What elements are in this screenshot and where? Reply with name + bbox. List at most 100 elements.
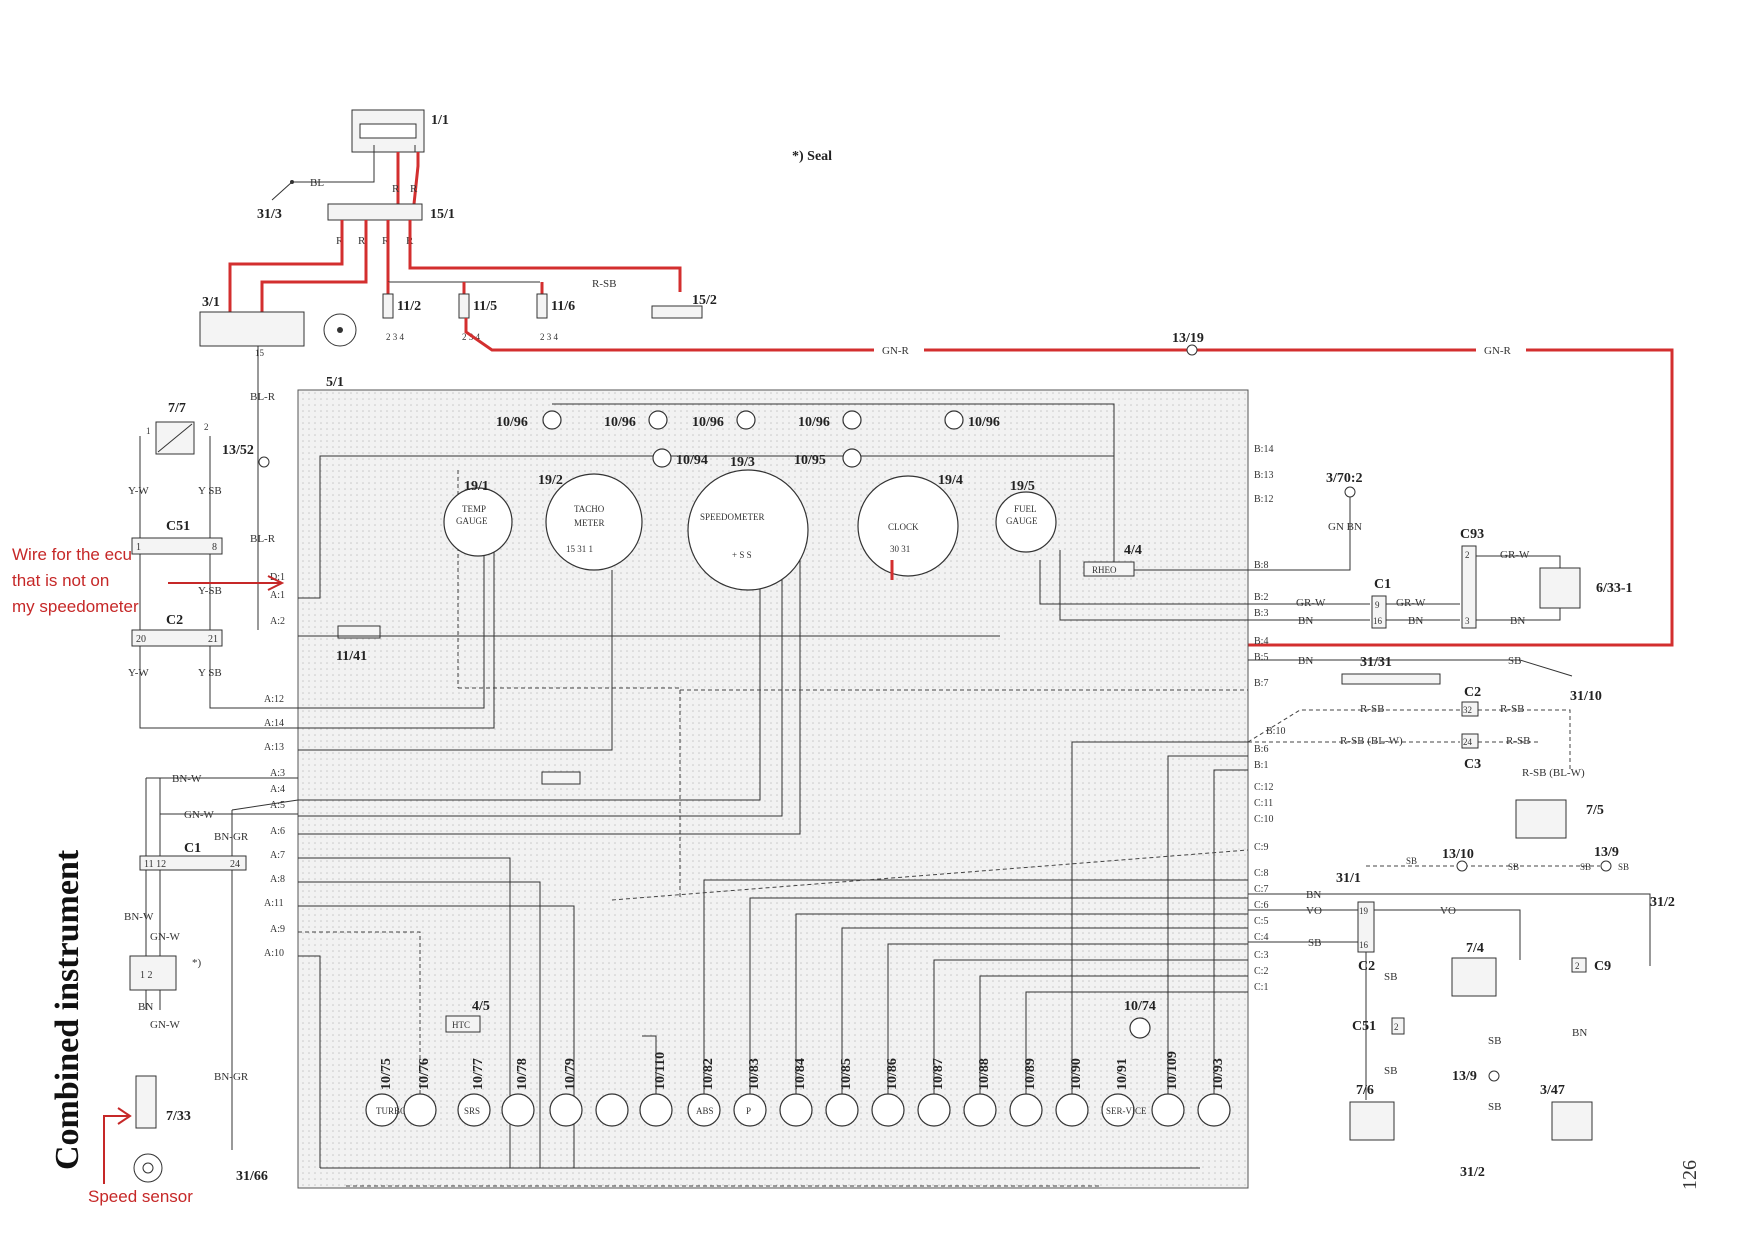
page-number: 126 [1679, 1160, 1701, 1190]
svg-text:5/1: 5/1 [326, 375, 344, 390]
svg-text:SB: SB [1580, 862, 1591, 872]
svg-text:R-SB (BL-W): R-SB (BL-W) [1340, 735, 1403, 747]
svg-text:C:8: C:8 [1254, 868, 1268, 879]
svg-text:C:12: C:12 [1254, 782, 1273, 793]
svg-text:31/10: 31/10 [1570, 689, 1602, 704]
svg-text:R: R [358, 235, 366, 247]
svg-text:10/91: 10/91 [1115, 1058, 1130, 1090]
svg-text:TURBO: TURBO [376, 1106, 407, 1116]
resistor-11-41: 11/41 [336, 625, 381, 664]
svg-text:11/41: 11/41 [336, 649, 367, 664]
svg-text:10/87: 10/87 [931, 1058, 946, 1090]
svg-text:A:5: A:5 [270, 800, 285, 811]
fuel-gauge-19-5: 19/5 FUEL GAUGE [995, 479, 1057, 553]
svg-text:VO: VO [1306, 905, 1322, 917]
svg-text:3/47: 3/47 [1540, 1083, 1565, 1098]
sensor-6-33-1: 6/33-1 [1539, 567, 1633, 609]
svg-text:13/52: 13/52 [222, 443, 254, 458]
connector-c1-right: C1 9 16 [1371, 577, 1391, 629]
svg-text:19/2: 19/2 [538, 473, 563, 488]
lamp-10-109: 10/109 [1151, 1051, 1185, 1127]
svg-text:C2: C2 [1358, 959, 1375, 974]
svg-text:10/90: 10/90 [1069, 1058, 1084, 1090]
lamp-10-88: 10/88 [963, 1058, 997, 1127]
right-pin-column: B:14 B:13 B:12 B:8 B:2 B:3 B:4 B:5 B:7 B… [1254, 444, 1285, 993]
svg-text:BN: BN [1408, 615, 1423, 627]
svg-text:SB: SB [1384, 1065, 1397, 1077]
svg-text:R-SB (BL-W): R-SB (BL-W) [1522, 767, 1585, 779]
svg-text:24: 24 [230, 859, 240, 870]
svg-text:TACHO: TACHO [574, 504, 605, 514]
svg-text:C3: C3 [1464, 757, 1481, 772]
svg-text:15/2: 15/2 [692, 293, 717, 308]
svg-text:SB: SB [1488, 1101, 1501, 1113]
svg-text:4/4: 4/4 [1124, 543, 1142, 558]
svg-text:10/79: 10/79 [563, 1058, 578, 1090]
svg-text:Wire for the ecu: Wire for the ecu [12, 545, 132, 564]
svg-text:C:2: C:2 [1254, 966, 1268, 977]
connector-15-2: 15/2 [651, 293, 717, 319]
switch-3-47: 3/47 [1540, 1083, 1593, 1141]
svg-text:SB: SB [1618, 862, 1629, 872]
svg-text:BN: BN [1298, 655, 1313, 667]
svg-text:C9: C9 [1594, 959, 1611, 974]
svg-text:10/77: 10/77 [471, 1058, 486, 1090]
svg-text:TEMP: TEMP [462, 504, 486, 514]
svg-text:30 31: 30 31 [890, 544, 910, 554]
svg-text:GN-W: GN-W [184, 809, 215, 821]
svg-text:B:8: B:8 [1254, 560, 1268, 571]
svg-text:A:6: A:6 [270, 826, 285, 837]
svg-text:10/96: 10/96 [692, 415, 724, 430]
svg-text:2 3 4: 2 3 4 [386, 332, 405, 342]
svg-text:B:3: B:3 [1254, 608, 1268, 619]
svg-text:A:11: A:11 [264, 898, 284, 909]
svg-text:C:10: C:10 [1254, 814, 1273, 825]
lamp-10-110: 10/110 [639, 1052, 673, 1127]
svg-text:Y SB: Y SB [198, 485, 222, 497]
svg-text:B:5: B:5 [1254, 652, 1268, 663]
clock-19-4: 19/4 CLOCK 30 31 [857, 473, 963, 577]
svg-text:VO: VO [1440, 905, 1456, 917]
svg-text:C:11: C:11 [1254, 798, 1273, 809]
svg-text:15/1: 15/1 [430, 207, 455, 222]
lamp-10-78: 10/78 [501, 1058, 535, 1127]
svg-text:R: R [392, 183, 400, 195]
svg-text:31/1: 31/1 [1336, 871, 1361, 886]
svg-text:C:3: C:3 [1254, 950, 1268, 961]
svg-text:9: 9 [1375, 600, 1380, 610]
svg-text:R-SB: R-SB [1500, 703, 1524, 715]
svg-text:C2: C2 [166, 613, 183, 628]
svg-text:GN-W: GN-W [150, 1019, 181, 1031]
svg-text:Y-W: Y-W [128, 667, 149, 679]
seal-connector: 1 2 *) [129, 955, 202, 991]
connector-c1-left: C1 11 12 24 [139, 841, 247, 871]
svg-text:A:7: A:7 [270, 850, 285, 861]
lamp-10-84: 10/84 [779, 1058, 813, 1127]
svg-text:31/66: 31/66 [236, 1169, 268, 1184]
left-pin-column: D:1 A:1 A:2 A:12 A:14 A:13 A:3 A:4 A:5 A… [264, 572, 285, 959]
svg-text:A:8: A:8 [270, 874, 285, 885]
svg-text:11 12: 11 12 [144, 859, 166, 870]
svg-text:B:4: B:4 [1254, 636, 1268, 647]
svg-text:Speed sensor: Speed sensor [88, 1187, 193, 1206]
svg-text:10/109: 10/109 [1165, 1051, 1180, 1090]
svg-text:2: 2 [1575, 961, 1580, 971]
svg-text:R-SB: R-SB [1360, 703, 1384, 715]
svg-text:C:7: C:7 [1254, 884, 1268, 895]
svg-text:2: 2 [1394, 1022, 1399, 1032]
svg-text:Y-SB: Y-SB [198, 585, 222, 597]
speedometer-19-3: 19/3 SPEEDOMETER + S S [687, 455, 809, 591]
svg-text:A:10: A:10 [264, 948, 284, 959]
svg-text:10/85: 10/85 [839, 1058, 854, 1090]
svg-text:BL-R: BL-R [250, 391, 276, 403]
svg-text:11/2: 11/2 [397, 299, 421, 314]
fuse-box-15-1: 15/1 [327, 203, 455, 222]
annotation-speed-sensor: Speed sensor [88, 1107, 193, 1206]
svg-text:19/5: 19/5 [1010, 479, 1035, 494]
ground-31-31: 31/31 [1341, 655, 1441, 685]
svg-text:ABS: ABS [696, 1106, 714, 1116]
svg-text:15: 15 [255, 348, 265, 358]
svg-text:GR-W: GR-W [1500, 549, 1530, 561]
